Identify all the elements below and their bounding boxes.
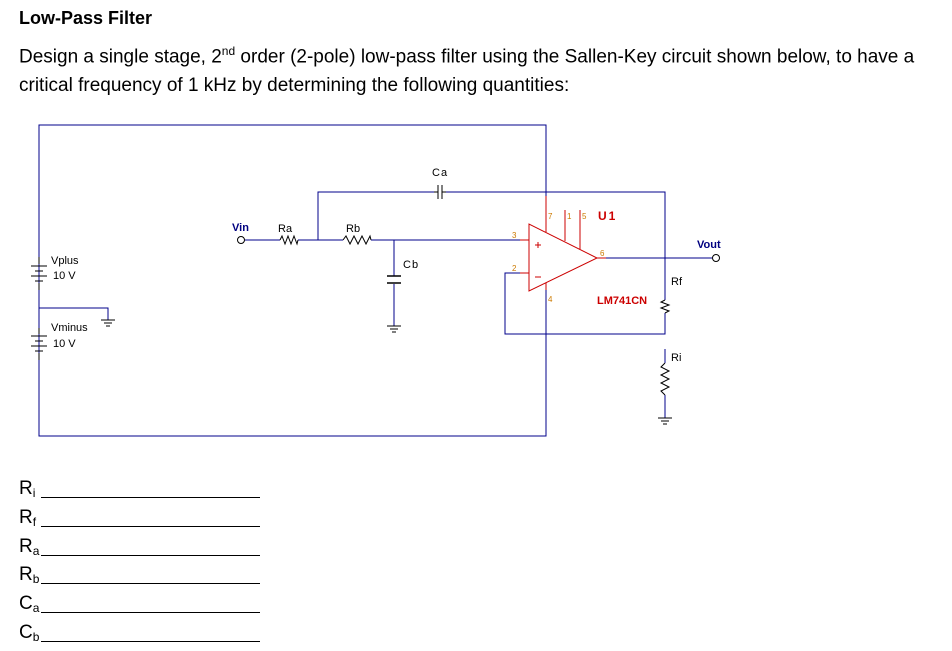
pin-2: 2 [512, 264, 517, 273]
answer-blank-ra[interactable] [41, 554, 260, 556]
pin-7: 7 [548, 212, 553, 221]
vminus-wire [39, 307, 109, 320]
pin-1: 1 [567, 212, 572, 221]
answer-label-ca: Ca [19, 593, 40, 616]
vplus-value: 10 V [53, 270, 76, 282]
pin-3: 3 [512, 231, 517, 240]
rb-resistor [342, 234, 372, 246]
ra-resistor [279, 234, 299, 246]
answer-label-cb: Cb [19, 621, 40, 644]
opamp-u1 [520, 196, 606, 292]
vin-label: Vin [232, 222, 249, 234]
pin-4: 4 [548, 295, 553, 304]
rf-resistor [659, 299, 671, 314]
answer-label-rf: Rf [19, 506, 37, 529]
wires [38, 124, 712, 437]
cb-ground-icon [387, 325, 401, 333]
ca-label: Ca [432, 167, 448, 179]
ri-resistor [659, 362, 671, 396]
cb-label: Cb [403, 259, 419, 271]
answer-blank-rf[interactable] [41, 525, 260, 527]
rb-label: Rb [346, 223, 360, 235]
vminus-value: 10 V [53, 338, 76, 350]
answer-label-ri: Ri [19, 478, 36, 500]
ca-left-wire [317, 191, 434, 240]
ca-right-output-wire [446, 191, 666, 300]
intro-text-start: Design a single stage, 2 [19, 46, 222, 68]
rf-label: Rf [671, 276, 683, 288]
vplus-label: Vplus [51, 255, 79, 267]
vminus-label: Vminus [51, 322, 88, 334]
page-title: Low-Pass Filter [19, 8, 153, 28]
answer-blank-rb[interactable] [41, 583, 260, 585]
vminus-ground-icon [101, 319, 115, 327]
vout-label: Vout [697, 239, 721, 251]
answer-blank-ca[interactable] [41, 612, 260, 614]
answer-label-ra: Ra [19, 535, 40, 558]
supply-loop-wire [38, 124, 547, 437]
u1-label: U1 [598, 209, 617, 223]
problem-statement: Design a single stage, 2nd order (2-pole… [19, 37, 949, 100]
pin-5: 5 [582, 212, 587, 221]
opamp-model-label: LM741CN [597, 295, 647, 307]
feedback-wire [504, 272, 666, 335]
answer-label-rb: Rb [19, 564, 40, 587]
cb-capacitor [387, 275, 401, 284]
opamp-pin-numbers: 7 1 5 3 2 6 4 [512, 212, 605, 304]
component-labels: Ca Cb Vin Ra Rb Vout Vplus 10 V Vminus 1… [51, 167, 721, 364]
ca-capacitor [434, 185, 446, 199]
ri-label: Ri [671, 352, 681, 364]
ri-ground-icon [658, 417, 672, 425]
pin-6: 6 [600, 249, 605, 258]
vminus-battery-icon [31, 328, 47, 360]
vout-terminal-icon [712, 254, 720, 262]
intro-superscript: nd [221, 44, 236, 58]
vin-terminal-icon [237, 236, 245, 244]
answer-blank-cb[interactable] [41, 640, 260, 642]
ra-label: Ra [278, 223, 293, 235]
vplus-battery-icon [31, 257, 47, 290]
intro-text-end: order (2-pole) low-pass filter using the… [19, 46, 915, 97]
answer-blank-ri[interactable] [41, 497, 260, 498]
